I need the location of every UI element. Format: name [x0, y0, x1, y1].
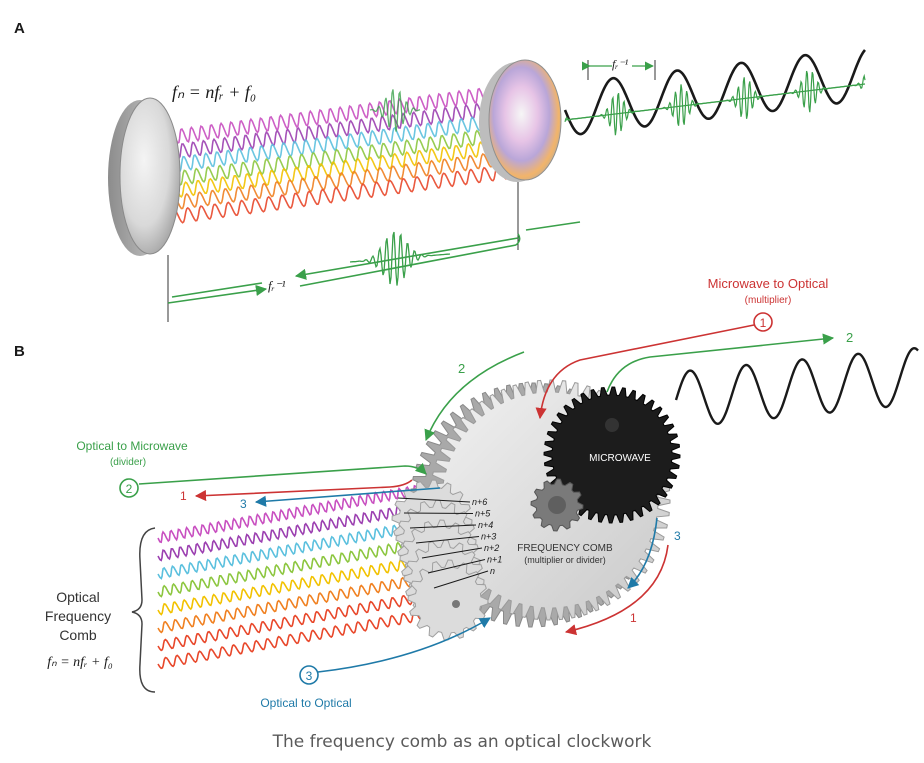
comb-label-optical: Optical [56, 589, 100, 605]
comb-wave [157, 588, 440, 652]
circle-two [119, 478, 139, 498]
mode-label: n+4 [478, 520, 493, 530]
cavity-wave [164, 136, 520, 199]
path-red-one-right: 1 [564, 544, 669, 636]
microwave-gear-label: MICROWAVE [589, 453, 651, 464]
cavity-wave [164, 163, 521, 226]
path-green-two-top: 2 [606, 330, 853, 393]
comb-gear-label: FREQUENCY COMB [517, 543, 613, 554]
path-blue-three-left: 3 [240, 487, 441, 511]
mode-pointer-line [403, 512, 474, 514]
path-green-two-left: 2 [424, 351, 525, 442]
mode-pointers: n+6 n+5n+4 n+3n+2 n+1n [397, 497, 502, 589]
number-two-circle: 2 [126, 482, 133, 496]
cavity-pulse [349, 89, 451, 286]
cavity-wave [164, 82, 520, 147]
cavity-pulse-wave [349, 231, 451, 286]
mode-pointer-line [433, 570, 489, 589]
panel-a-letter: A [14, 20, 25, 37]
divider-label: (divider) [110, 457, 146, 468]
cavity-pulse-top [369, 89, 421, 132]
mode-label: n [490, 566, 495, 576]
number-two-right: 2 [846, 330, 853, 345]
left-mirror [108, 97, 181, 256]
comb-wave [157, 535, 440, 598]
microwave-gear [543, 386, 681, 524]
panel-a: fₙ = nfᵣ + f₀ fᵣ⁻¹ fᵣ⁻¹ [108, 49, 866, 322]
number-three-circle: 3 [306, 669, 313, 683]
period-bracket-top: fᵣ⁻¹ [581, 57, 656, 80]
path-optical-to-microwave: Optical to Microwave (divider) 2 [76, 439, 427, 498]
comb-label-frequency: Frequency [45, 608, 111, 624]
microwave-gear-hub [605, 418, 619, 432]
mode-label: n+6 [472, 497, 487, 507]
comb-formula: fₙ = nfᵣ + f₀ [47, 655, 113, 670]
microwave-wave-b [674, 346, 919, 426]
panel-b-letter: B [14, 343, 25, 360]
mode-pointer-line [427, 559, 486, 574]
comb-wave [157, 517, 439, 580]
comb-wave [157, 571, 441, 634]
comb-wave [157, 499, 440, 562]
round-trip-arrows [167, 221, 581, 304]
microwave-sine [563, 49, 866, 136]
path-red-one-left: 1 [180, 479, 413, 503]
comb-brace [131, 527, 156, 693]
path-microwave-to-optical: Microwave to Optical (multiplier) 1 [535, 276, 829, 420]
microwave-output-wave [674, 346, 919, 426]
mode-label: n+1 [487, 555, 502, 565]
number-one-left: 1 [180, 489, 187, 503]
circle-three [299, 665, 319, 685]
optical-to-microwave-label: Optical to Microwave [76, 439, 188, 453]
microwave-gear-face [543, 386, 681, 524]
optical-gear [407, 559, 489, 641]
comb-gear-sublabel: (multiplier or divider) [524, 555, 606, 565]
period-label-bottom: fᵣ⁻¹ [268, 278, 286, 293]
mode-pointer-line [397, 497, 471, 503]
mode-label: n+5 [475, 509, 491, 519]
optical-to-optical-label: Optical to Optical [260, 696, 351, 710]
mode-pointer-line [409, 524, 477, 529]
comb-wave [157, 553, 440, 616]
number-two-arc: 2 [458, 361, 465, 376]
mode-label: n+2 [484, 543, 499, 553]
comb-wave [157, 481, 439, 544]
cavity-wave [164, 149, 521, 212]
output-waves [563, 49, 866, 136]
path-optical-to-optical: 3 Optical to Optical [260, 617, 491, 710]
mode-pointer-line [421, 547, 483, 559]
panel-b: n+6 n+5n+4 n+3n+2 n+1n MICROWAVE FREQUENCY … [45, 276, 919, 710]
circle-one-top [753, 312, 773, 332]
cavity-wave [164, 110, 520, 174]
output-coupler [479, 59, 562, 182]
comb-label-comb: Comb [59, 627, 97, 643]
mode-pointer-line [415, 536, 480, 544]
connector-gear-hub [548, 496, 566, 514]
number-one-top: 1 [760, 316, 767, 330]
cavity-wave [164, 97, 520, 161]
number-three-left: 3 [240, 497, 247, 511]
cavity-waves [164, 82, 521, 226]
cavity-wave [164, 125, 521, 188]
mode-label: n+3 [481, 532, 496, 542]
figure-svg: fₙ = nfᵣ + f₀ fᵣ⁻¹ fᵣ⁻¹ [45, 49, 919, 710]
multiplier-label: (multiplier) [745, 295, 792, 306]
number-one-right: 1 [630, 611, 637, 625]
path-blue-three-right: 3 [627, 517, 681, 589]
figure-caption: The frequency comb as an optical clockwo… [272, 732, 652, 752]
comb-wave [157, 606, 439, 670]
period-label-top: fᵣ⁻¹ [612, 57, 629, 71]
comb-waves [157, 481, 441, 670]
optical-gear-hub [452, 600, 460, 608]
connector-gear [530, 478, 584, 532]
cavity-formula: fₙ = nfᵣ + f₀ [172, 82, 256, 102]
pulse-train [564, 70, 866, 136]
number-three-right: 3 [674, 529, 681, 543]
microwave-to-optical-label: Microwave to Optical [708, 276, 829, 291]
